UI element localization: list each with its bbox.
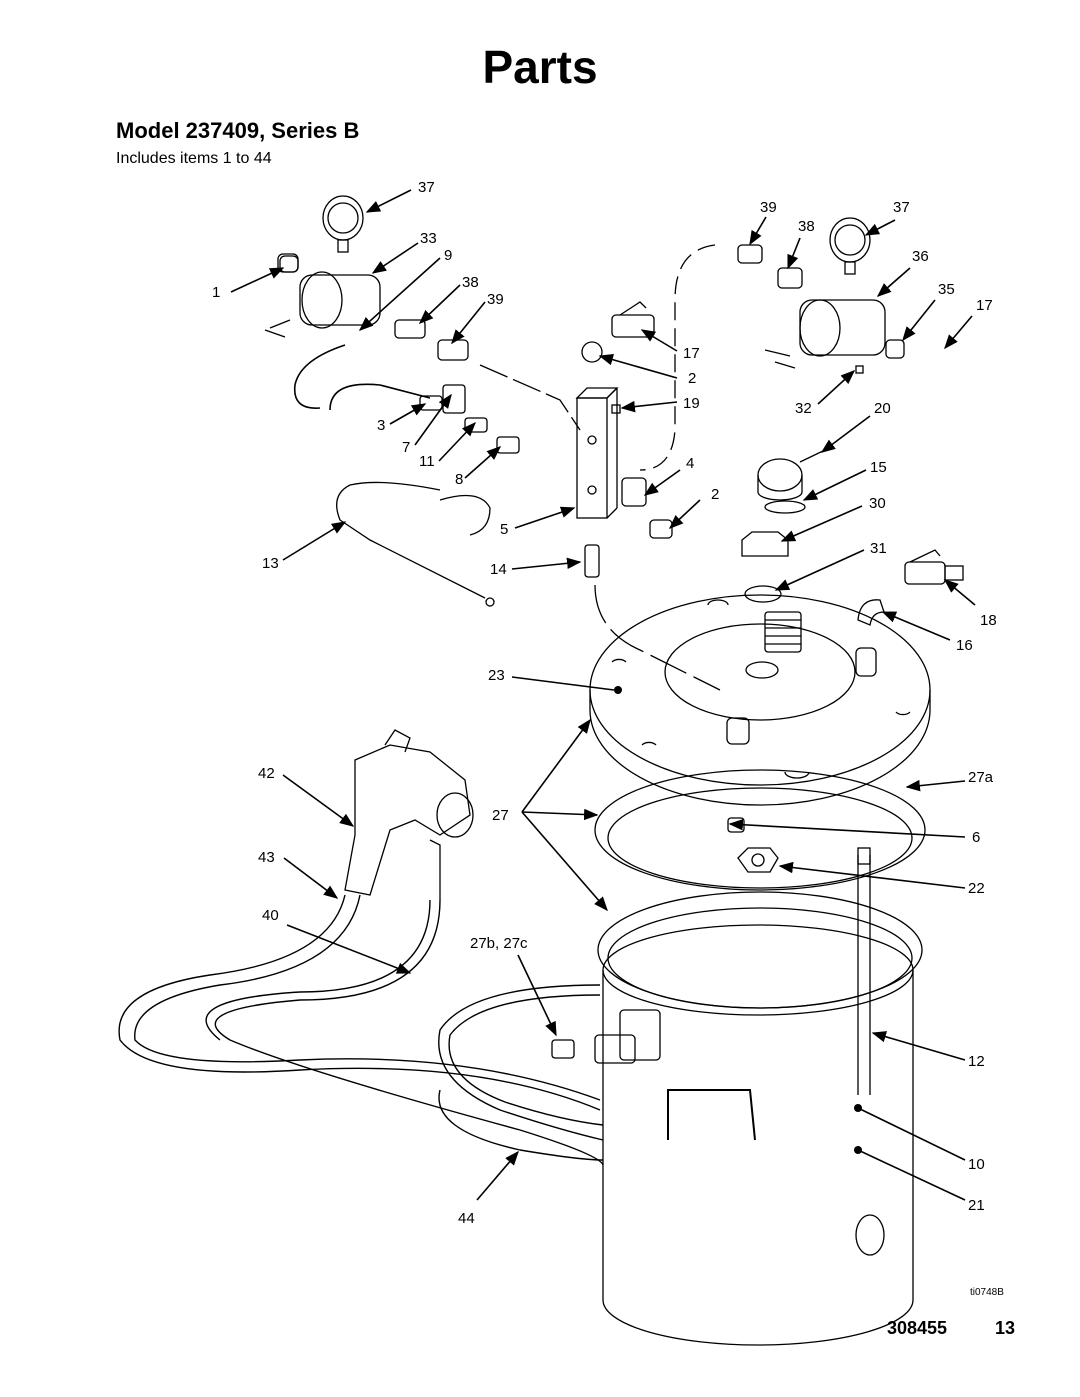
plug-left [277, 253, 299, 273]
leader-lines [230, 189, 976, 1201]
air-hose-dashed [639, 244, 716, 471]
callout-label: 8 [455, 471, 463, 488]
pot-nut [727, 817, 871, 873]
page-title: Parts [482, 41, 598, 93]
callout-label: 33 [420, 230, 437, 247]
callout-label: 16 [956, 637, 973, 654]
callout-label: 21 [968, 1197, 985, 1214]
callout-label: 43 [258, 849, 275, 866]
hose-coil [118, 894, 604, 1166]
callout-label: 17 [683, 345, 700, 362]
callout-label: 3 [377, 417, 385, 434]
regulator-right [737, 217, 905, 374]
callout-label: 19 [683, 395, 700, 412]
callout-label: 10 [968, 1156, 985, 1173]
spray-gun [344, 729, 474, 900]
callout-label: 15 [870, 459, 887, 476]
callout-label: 37 [418, 179, 435, 196]
callout-label: 11 [419, 453, 435, 470]
callout-label: 38 [798, 218, 815, 235]
pot-lid [589, 594, 931, 806]
callout-label: 12 [968, 1053, 985, 1070]
callout-label: 37 [893, 199, 910, 216]
model-heading: Model 237409, Series B [116, 118, 360, 143]
callout-label: 18 [980, 612, 997, 629]
manifold-block [575, 341, 619, 578]
ball-valve-top [611, 301, 655, 338]
callout-label: 20 [874, 400, 891, 417]
callout-label: 4 [686, 455, 694, 472]
small-fittings [394, 319, 673, 539]
callout-label: 1 [212, 284, 220, 301]
callout-label: 40 [262, 907, 279, 924]
callout-label: 9 [444, 247, 452, 264]
callout-label: 27a [968, 769, 994, 786]
lid-clamp [551, 1009, 661, 1064]
clamp-ring-lower [597, 891, 923, 1009]
figure-code: ti0748B [970, 1287, 1004, 1298]
callout-dots [614, 686, 862, 1154]
callout-label: 44 [458, 1210, 475, 1227]
callout-label: 31 [870, 540, 887, 557]
callout-label: 27 [492, 807, 509, 824]
ground-wire [336, 481, 495, 607]
doc-number: 308455 [887, 1318, 948, 1338]
includes-note: Includes items 1 to 44 [116, 150, 272, 167]
callout-label: 2 [688, 370, 696, 387]
callout-label: 27b, 27c [470, 935, 528, 952]
callout-label: 42 [258, 765, 275, 782]
regulator-left [264, 195, 381, 338]
ball-valve-right [904, 549, 964, 585]
cover-assembly [741, 449, 826, 603]
callout-label: 14 [490, 561, 507, 578]
callout-label: 32 [795, 400, 812, 417]
callout-label: 23 [488, 667, 505, 684]
clamp-ring-upper [594, 769, 926, 891]
callout-label: 36 [912, 248, 929, 265]
callout-label: 6 [972, 829, 980, 846]
callout-label: 30 [869, 495, 886, 512]
elbow-fitting [857, 599, 885, 626]
callout-labels: 37 33 9 1 38 39 3 7 11 8 13 17 2 19 5 14… [212, 179, 1004, 1298]
pot-tank [602, 855, 914, 1346]
callout-label: 2 [711, 486, 719, 503]
regulator-hose [293, 344, 431, 411]
callout-label: 17 [976, 297, 993, 314]
callout-label: 5 [500, 521, 508, 538]
fluid-path-dashed [594, 584, 721, 691]
callout-label: 39 [760, 199, 777, 216]
callout-label: 35 [938, 281, 955, 298]
page-number: 13 [995, 1318, 1016, 1338]
callout-label: 13 [262, 555, 279, 572]
callout-label: 22 [968, 880, 985, 897]
callout-label: 7 [402, 439, 410, 456]
callout-label: 38 [462, 274, 479, 291]
callout-label: 39 [487, 291, 504, 308]
